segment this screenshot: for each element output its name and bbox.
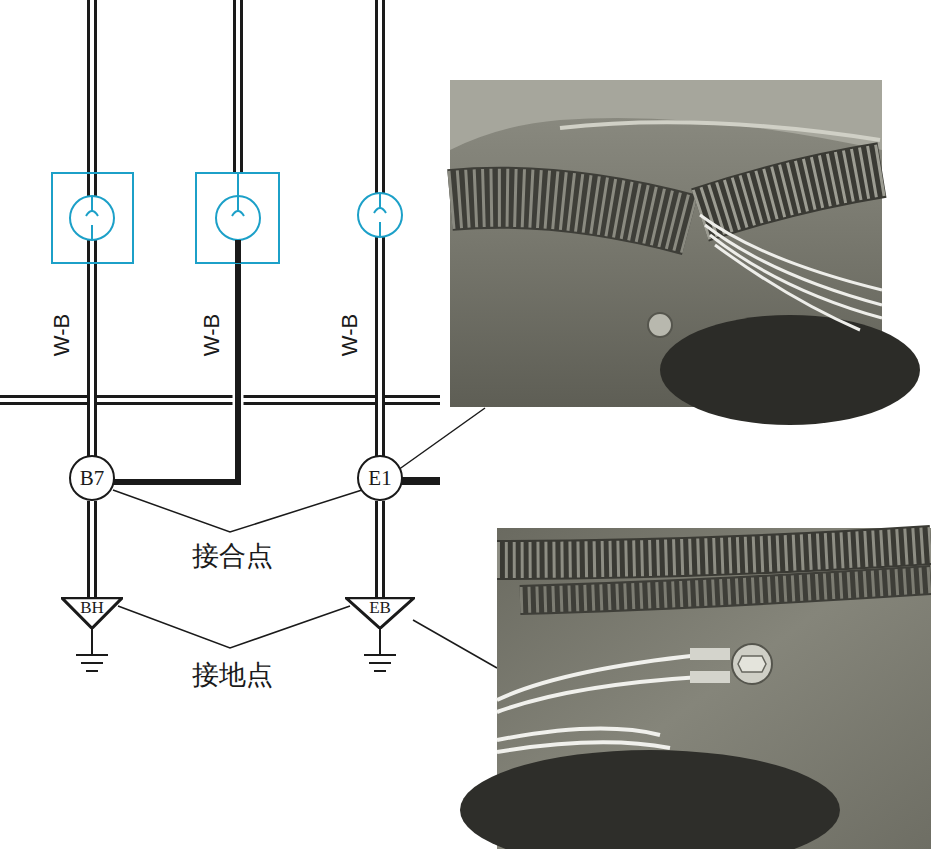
illustration-part [700, 215, 882, 330]
wire [0, 398, 440, 402]
illustration-part [660, 315, 920, 425]
illustration-part [398, 408, 485, 470]
wire-connector [92, 501, 93, 597]
illustration-part [460, 750, 840, 849]
ground-triangle-outline [62, 598, 123, 629]
ground-triangle-outline [346, 598, 415, 629]
illustration-part [364, 628, 396, 671]
illustration-part [450, 198, 690, 225]
wire [233, 0, 243, 175]
illustration-part [497, 655, 700, 752]
ground-id: BH [80, 599, 104, 616]
wire-color: W-B [50, 312, 74, 358]
wire [112, 263, 238, 482]
illustration-part [76, 628, 108, 671]
wire-stroke [375, 501, 385, 597]
lamp-symbol [70, 196, 114, 240]
wire [400, 475, 440, 485]
lamp-lead [235, 240, 241, 263]
photo-harness [450, 80, 920, 425]
illustration-part [497, 729, 660, 740]
illustration-part [705, 225, 882, 305]
wire-stroke [378, 501, 382, 597]
wire [112, 263, 238, 482]
lamp-filament [86, 196, 98, 240]
lamp-box [196, 173, 279, 263]
illustration-part [560, 122, 880, 140]
caption-label: 接地点 [190, 660, 275, 690]
wire-connector [380, 501, 381, 597]
junction-id: B7 [80, 468, 105, 489]
illustration-part [700, 170, 882, 215]
illustration-part [118, 606, 350, 648]
illustration-part [738, 656, 766, 672]
illustration-part [690, 671, 730, 683]
caption-label: 接合点 [190, 541, 275, 571]
lamp-symbol [216, 196, 260, 240]
illustration-part [700, 170, 882, 215]
junction-id: E1 [368, 468, 391, 489]
lamp-box [52, 173, 133, 263]
wire-stroke [87, 501, 97, 597]
illustration-part [715, 245, 860, 330]
illustration-part [648, 313, 672, 337]
lamp-filament [374, 193, 386, 237]
illustration-part [413, 620, 497, 668]
wire-stroke [90, 501, 94, 597]
illustration-part [520, 580, 931, 600]
illustration-part [497, 545, 931, 560]
illustration-part [497, 677, 700, 712]
wire [236, 0, 240, 175]
illustration-part [450, 80, 882, 150]
illustration-part [710, 235, 882, 318]
wire-color: W-B [200, 312, 224, 358]
ground-point: BH [61, 597, 123, 629]
junction-point: E1 [357, 455, 403, 501]
illustration-part [690, 648, 730, 660]
illustration-part [113, 490, 362, 532]
illustration-part [732, 644, 772, 684]
illustration-part [450, 198, 690, 225]
wire [0, 395, 440, 405]
leader-line [113, 408, 497, 668]
lamp-symbol [358, 193, 402, 237]
lamp-filament [232, 196, 244, 216]
illustration-part [497, 742, 670, 752]
illustration-part [497, 545, 931, 560]
illustration-part [520, 580, 931, 600]
ground-point: EB [345, 597, 415, 629]
lamp-lead [237, 173, 239, 196]
photo-ground-bolt [460, 528, 931, 849]
wire-color: W-B [338, 312, 362, 358]
junction-point: B7 [69, 455, 115, 501]
wire [400, 475, 440, 477]
ground-id: EB [369, 599, 391, 616]
